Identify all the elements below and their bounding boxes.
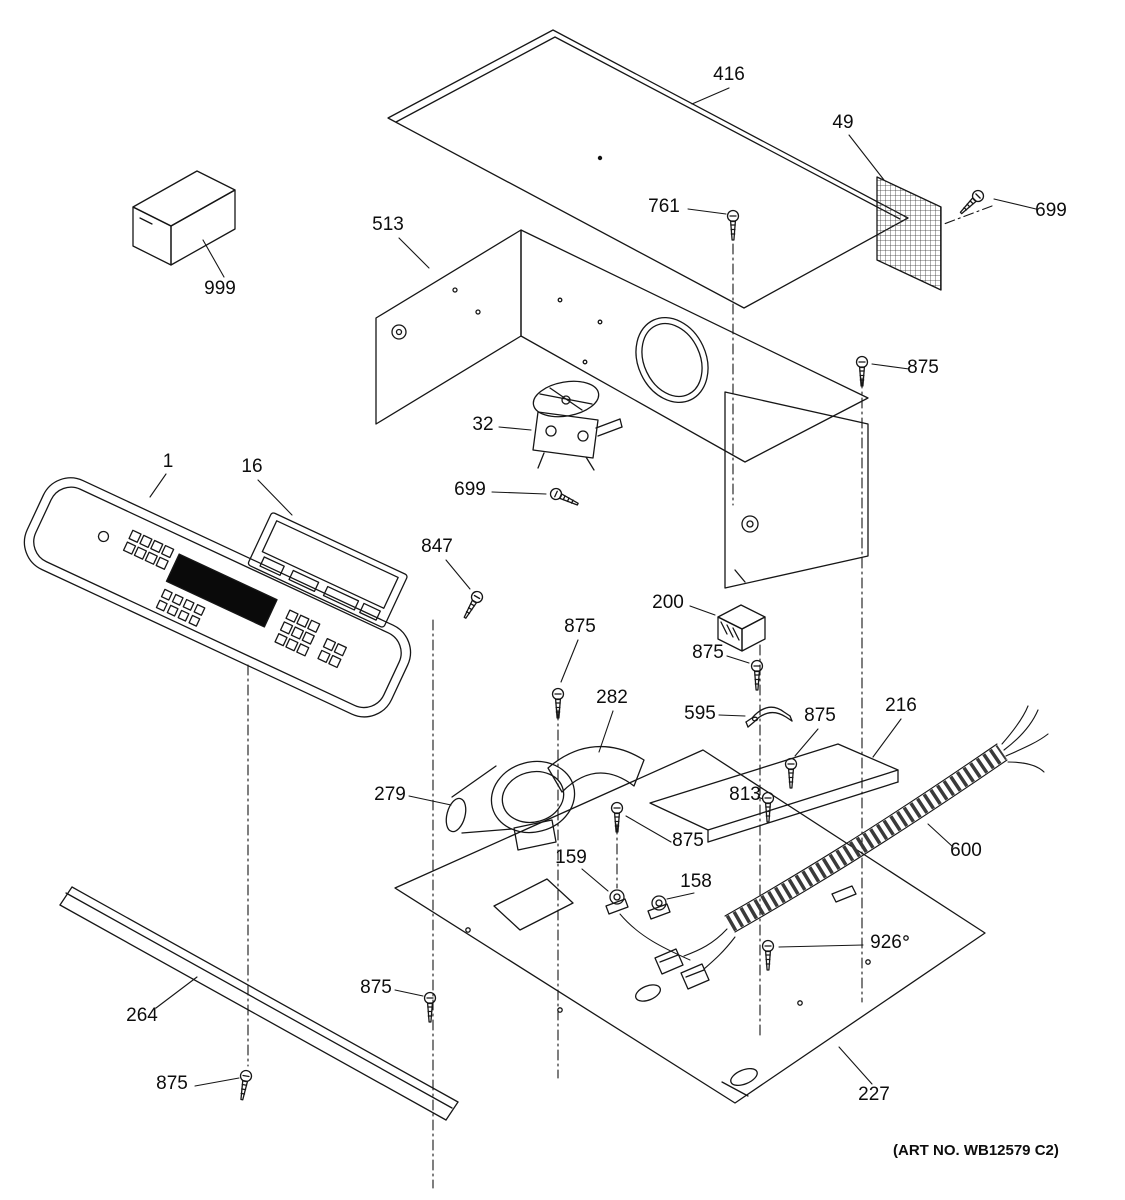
part-416 — [387, 29, 909, 309]
screw-875-above-595-icon — [750, 659, 764, 691]
part-32 — [532, 380, 623, 471]
part-label-875-b: 875 — [564, 616, 596, 637]
art-number: (ART NO. WB12579 C2) — [893, 1142, 1059, 1159]
part-label-49: 49 — [832, 112, 854, 133]
part-label-159: 159 — [555, 847, 587, 868]
part-159 — [605, 889, 629, 915]
part-200 — [717, 604, 766, 652]
part-label-875-g: 875 — [156, 1073, 188, 1094]
screw-875-right-595-icon — [784, 757, 798, 789]
part-49 — [876, 176, 942, 291]
part-1 — [23, 477, 412, 718]
part-600 — [654, 705, 1049, 990]
part-label-513: 513 — [372, 214, 404, 235]
part-595 — [745, 706, 793, 728]
part-label-1: 1 — [162, 451, 174, 472]
center-lines — [247, 205, 993, 1189]
part-label-699-a: 699 — [1035, 200, 1067, 221]
part-label-200: 200 — [652, 592, 684, 613]
part-label-16: 16 — [241, 456, 263, 477]
part-label-32: 32 — [472, 414, 494, 435]
part-label-600: 600 — [950, 840, 982, 861]
part-label-282: 282 — [596, 687, 628, 708]
part-label-875-c: 875 — [692, 642, 724, 663]
part-label-875-a: 875 — [907, 357, 939, 378]
screw-813-icon — [761, 791, 775, 823]
part-label-595: 595 — [684, 703, 716, 724]
screw-699-mid-icon — [548, 486, 581, 510]
part-label-216: 216 — [885, 695, 917, 716]
part-label-158: 158 — [680, 871, 712, 892]
part-label-813: 813 — [729, 784, 761, 805]
part-16 — [247, 512, 408, 628]
part-label-416: 416 — [713, 64, 745, 85]
part-label-847: 847 — [421, 536, 453, 557]
part-label-264: 264 — [126, 1005, 158, 1026]
screw-875-strip-icon — [423, 991, 437, 1023]
part-279 — [445, 760, 576, 851]
screw-761-icon — [726, 209, 740, 241]
part-label-999: 999 — [204, 278, 236, 299]
part-label-875-d: 875 — [804, 705, 836, 726]
screw-847-icon — [459, 588, 486, 622]
screw-699-top-icon — [956, 187, 987, 218]
part-label-279: 279 — [374, 784, 406, 805]
part-label-875-f: 875 — [360, 977, 392, 998]
part-216 — [649, 743, 899, 843]
part-label-699-b: 699 — [454, 479, 486, 500]
part-label-926: 926 — [870, 932, 902, 953]
part-158 — [619, 895, 691, 961]
part-282 — [547, 745, 645, 793]
part-513 — [375, 229, 869, 589]
part-999 — [132, 170, 236, 266]
part-label-875-e: 875 — [672, 830, 704, 851]
screw-926-icon — [761, 939, 775, 971]
part-label-761: 761 — [648, 196, 680, 217]
part-227 — [394, 749, 986, 1104]
leader-lines — [149, 87, 1037, 1087]
part-label-227: 227 — [858, 1084, 890, 1105]
screw-875-bottom-left-icon — [235, 1068, 254, 1102]
part-264 — [59, 886, 459, 1121]
